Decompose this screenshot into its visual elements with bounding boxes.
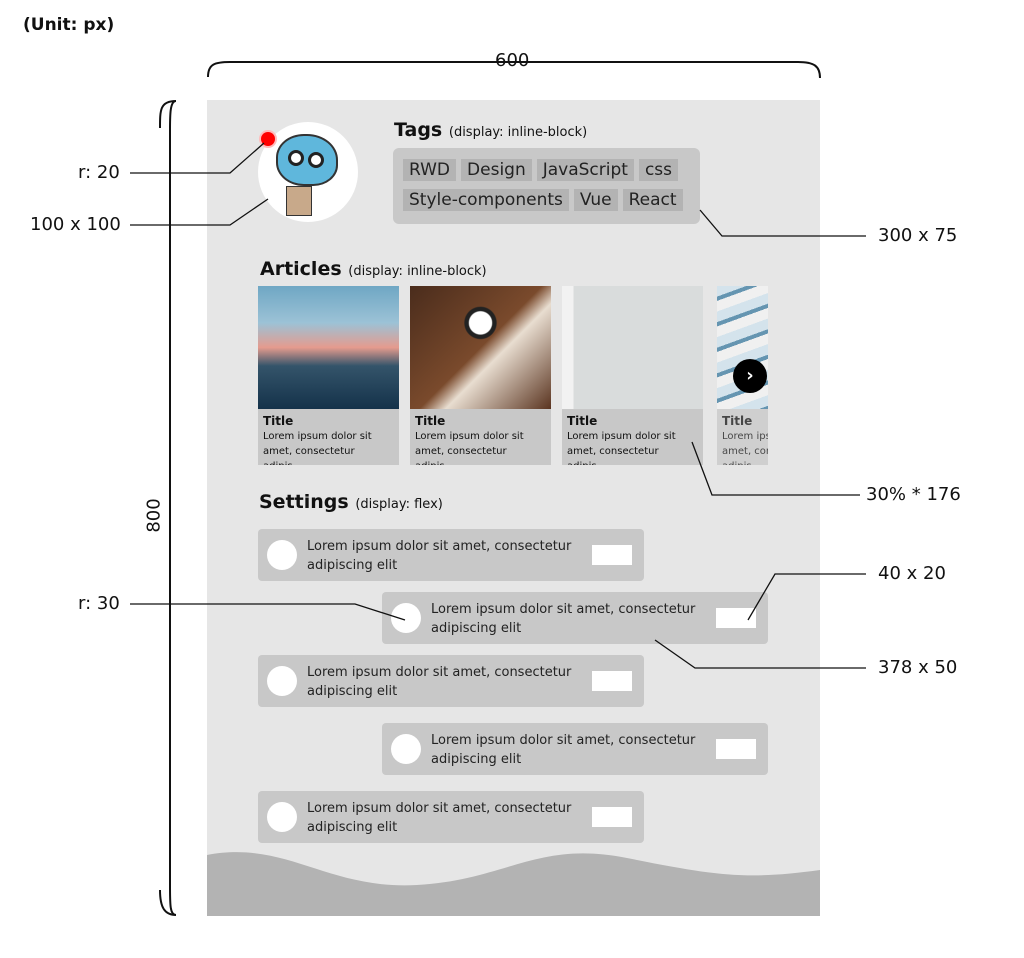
width-label: 600 <box>495 50 530 71</box>
character-eye <box>288 150 304 166</box>
character-body <box>286 186 312 216</box>
article-desc: Lorem ipsum dolor sit amet, consectetur … <box>567 431 676 465</box>
setting-size-label: 378 x 50 <box>878 657 958 678</box>
wave-footer <box>207 852 820 916</box>
chevron-right-icon[interactable]: › <box>733 359 767 393</box>
character-eye <box>308 152 324 168</box>
tag-react[interactable]: React <box>622 189 683 211</box>
card-size-label: 30% * 176 <box>866 484 961 505</box>
setting-row: Lorem ipsum dolor sit amet, consectetur … <box>382 592 768 644</box>
setting-toggle[interactable] <box>716 608 756 628</box>
setting-text: Lorem ipsum dolor sit amet, consectetur … <box>307 801 572 835</box>
character-head <box>276 134 338 186</box>
fade-overlay <box>207 843 820 857</box>
switch-size-label: 40 x 20 <box>878 563 946 584</box>
unit-label: (Unit: px) <box>23 15 115 35</box>
setting-icon-circle <box>391 603 421 633</box>
setting-row: Lorem ipsum dolor sit amet, consectetur … <box>258 791 644 843</box>
tag-style-components[interactable]: Style-components <box>403 189 569 211</box>
article-desc: Lorem ipsum dolor sit amet, consectetur … <box>722 431 768 465</box>
setting-row: Lorem ipsum dolor sit amet, consectetur … <box>258 655 644 707</box>
setting-icon-circle <box>391 734 421 764</box>
article-title: Title <box>567 414 598 428</box>
setting-circle-label: r: 30 <box>78 593 120 614</box>
setting-text: Lorem ipsum dolor sit amet, consectetur … <box>431 602 696 636</box>
article-desc: Lorem ipsum dolor sit amet, consectetur … <box>263 431 372 465</box>
setting-row: Lorem ipsum dolor sit amet, consectetur … <box>258 529 644 581</box>
tag-css[interactable]: css <box>638 159 679 181</box>
avatar <box>258 122 358 222</box>
status-dot <box>261 132 275 146</box>
article-image <box>410 286 551 409</box>
tag-javascript[interactable]: JavaScript <box>536 159 634 181</box>
setting-row: Lorem ipsum dolor sit amet, consectetur … <box>382 723 768 775</box>
setting-icon-circle <box>267 802 297 832</box>
setting-text: Lorem ipsum dolor sit amet, consectetur … <box>431 733 696 767</box>
tag-design[interactable]: Design <box>461 159 532 181</box>
tag-rwd[interactable]: RWD <box>403 159 457 181</box>
article-title: Title <box>722 414 753 428</box>
setting-icon-circle <box>267 666 297 696</box>
article-desc: Lorem ipsum dolor sit amet, consectetur … <box>415 431 524 465</box>
tags-size-label: 300 x 75 <box>878 225 958 246</box>
avatar-dot-label: r: 20 <box>78 162 120 183</box>
article-image <box>258 286 399 409</box>
setting-toggle[interactable] <box>716 739 756 759</box>
settings-heading: Settings (display: flex) <box>259 491 443 513</box>
setting-text: Lorem ipsum dolor sit amet, consectetur … <box>307 665 572 699</box>
article-title: Title <box>415 414 446 428</box>
setting-toggle[interactable] <box>592 671 632 691</box>
setting-toggle[interactable] <box>592 545 632 565</box>
height-label: 800 <box>143 498 165 533</box>
setting-text: Lorem ipsum dolor sit amet, consectetur … <box>307 539 572 573</box>
article-image <box>562 286 703 409</box>
article-title: Title <box>263 414 294 428</box>
tags-heading: Tags (display: inline-block) <box>394 119 588 141</box>
avatar-size-label: 100 x 100 <box>30 214 121 235</box>
setting-icon-circle <box>267 540 297 570</box>
articles-heading: Articles (display: inline-block) <box>260 258 487 280</box>
setting-toggle[interactable] <box>592 807 632 827</box>
tag-vue[interactable]: Vue <box>573 189 618 211</box>
